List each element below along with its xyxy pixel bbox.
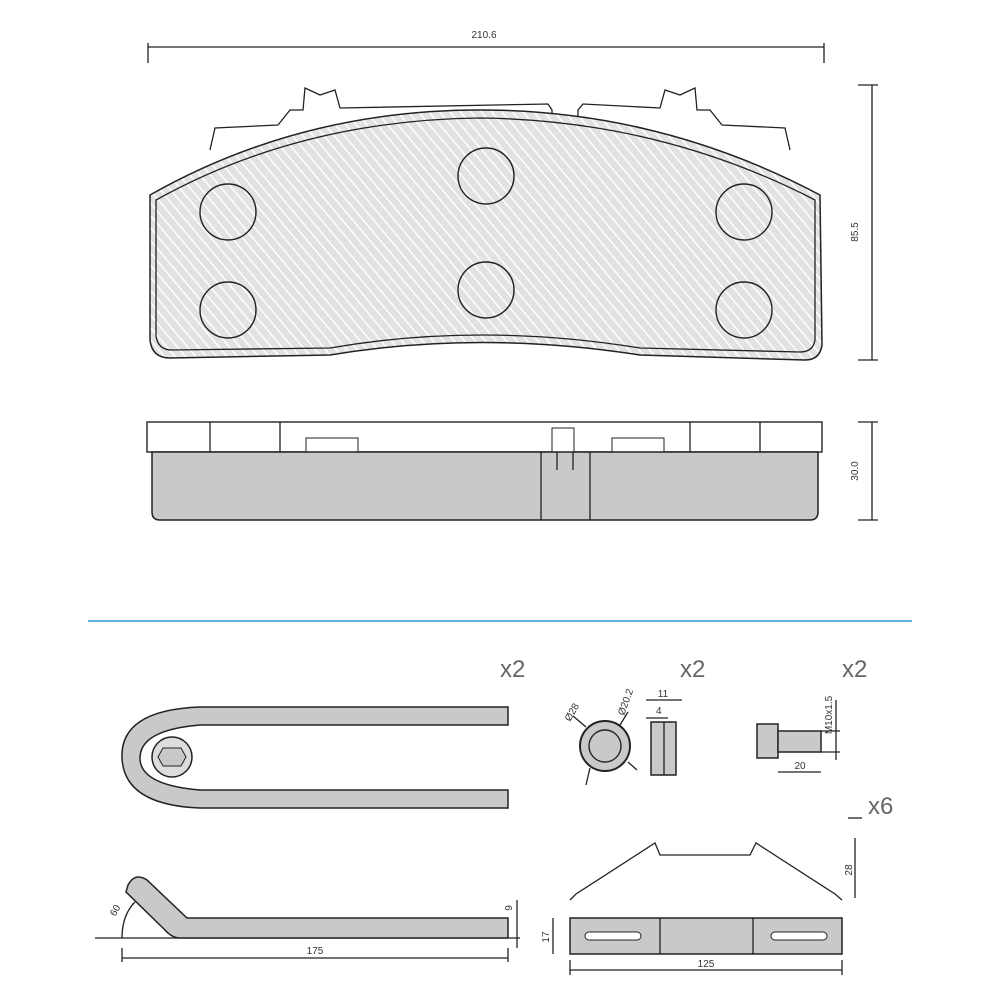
spring-clip-top-view [121, 706, 509, 809]
plate-length-label: 125 [698, 959, 715, 970]
spring-plate-qty: x6 [868, 793, 893, 820]
clip-length-label: 175 [307, 946, 324, 957]
bushing-d2-label: Ø20.2 [616, 687, 636, 717]
thickness-label: 30.0 [850, 461, 861, 481]
angle-label: 60 [108, 903, 123, 919]
width-dimension: 210.6 [147, 30, 825, 63]
pad-top-view: 210.6 85.5 [147, 30, 878, 361]
plate-thickness-label: 17 [541, 931, 552, 943]
bolt: M10x1.5 20 [756, 695, 840, 773]
plate-height-label: 28 [844, 864, 855, 876]
pad-side-view: 30.0 [146, 421, 878, 521]
clip-thickness-label: 9 [504, 905, 515, 911]
rivet-holes [199, 147, 773, 339]
clip-qty: x2 [500, 656, 525, 683]
bushing-width-label: 11 [658, 689, 669, 700]
height-label: 85.5 [850, 222, 861, 242]
bolt-qty: x2 [842, 656, 867, 683]
bushing-qty: x2 [680, 656, 705, 683]
spring-clip-side-view: 60 175 9 [95, 876, 520, 962]
width-label: 210.6 [471, 30, 496, 41]
bushing-inner-label: 4 [656, 706, 662, 717]
spring-plate: 28 17 125 [541, 838, 856, 975]
height-dimension: 85.5 [850, 84, 878, 361]
bolt-length-label: 20 [794, 761, 806, 772]
bushing: Ø28 Ø20.2 11 4 [563, 687, 682, 786]
bushing-d1-label: Ø28 [563, 701, 582, 723]
bolt-thread-label: M10x1.5 [824, 695, 835, 734]
